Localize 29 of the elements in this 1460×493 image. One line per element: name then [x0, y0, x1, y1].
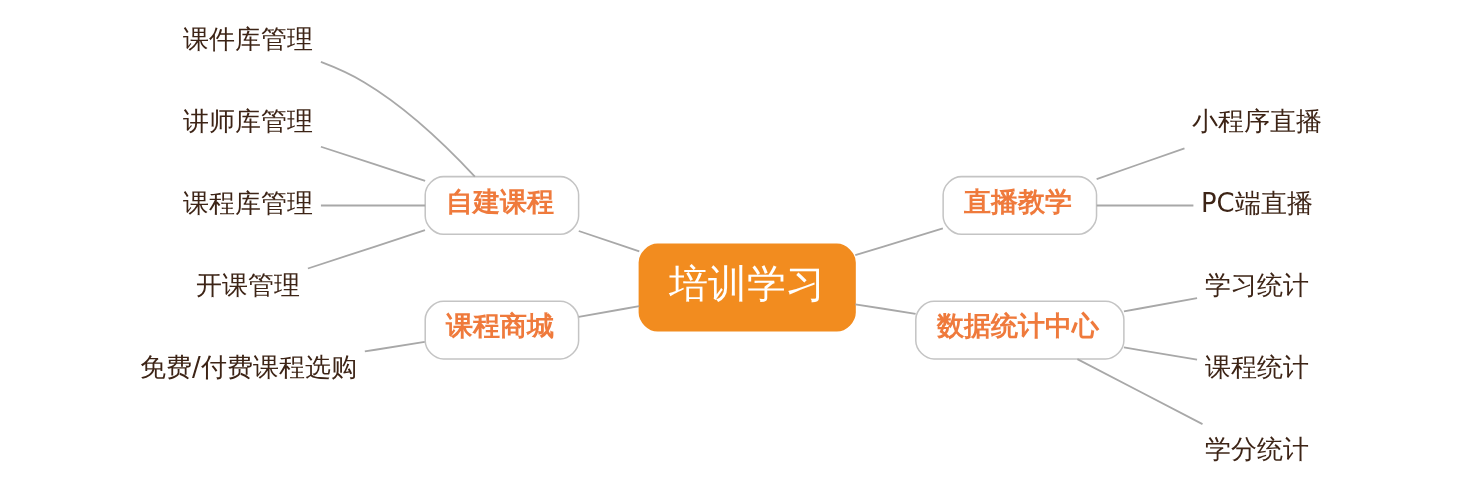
node-text: 课程库管理 [182, 187, 313, 218]
connector [306, 229, 426, 270]
connector [363, 341, 426, 353]
connector [1095, 204, 1194, 207]
connector [1122, 297, 1198, 313]
node-text: 课件库管理 [182, 23, 313, 54]
connector [853, 303, 917, 315]
node-box: 自建课程 [423, 175, 579, 236]
connector [319, 61, 476, 178]
node-text: 小程序直播 [1191, 105, 1322, 136]
connector [1122, 346, 1198, 361]
node-text: 学习统计 [1204, 269, 1309, 300]
connector [853, 227, 944, 256]
connector [319, 145, 426, 182]
node-text: 学分统计 [1204, 433, 1309, 464]
node-text: 免费/付费课程选购 [139, 351, 357, 382]
node-box: 课程商城 [423, 300, 579, 360]
connector [577, 305, 640, 318]
node-text: 讲师库管理 [182, 105, 313, 136]
connector [1095, 147, 1185, 180]
node-text: 课程统计 [1204, 351, 1309, 382]
connector [1076, 358, 1203, 426]
node-text: 开课管理 [195, 269, 300, 300]
node-box: 直播教学 [941, 175, 1097, 236]
node-box: 数据统计中心 [914, 300, 1125, 360]
connector [577, 230, 640, 253]
node-box: 培训学习 [638, 243, 856, 332]
node-text: PC端直播 [1200, 187, 1313, 218]
connector [319, 204, 426, 207]
